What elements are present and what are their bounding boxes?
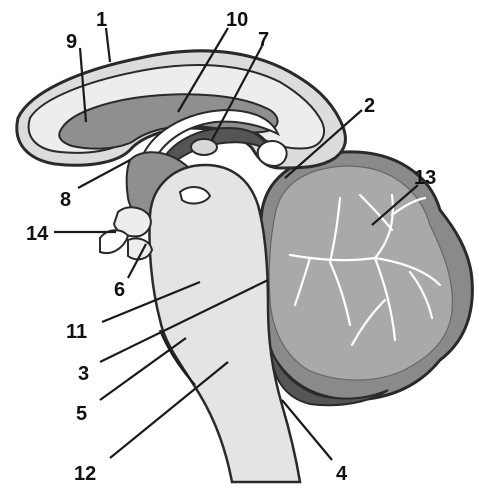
label-8: 8: [60, 189, 71, 211]
pituitary-region: [100, 207, 152, 259]
label-3: 3: [78, 363, 89, 385]
leader-1: [106, 28, 110, 62]
label-6: 6: [114, 279, 125, 301]
leader-5: [100, 338, 186, 400]
label-10: 10: [226, 9, 248, 31]
label-14: 14: [26, 223, 49, 245]
cerebellum: [258, 152, 472, 400]
label-1: 1: [96, 9, 107, 31]
label-13: 13: [414, 167, 436, 189]
label-4: 4: [336, 463, 348, 485]
label-5: 5: [76, 403, 87, 425]
label-7: 7: [258, 29, 269, 51]
label-2: 2: [364, 95, 375, 117]
interventricular-foramen: [191, 139, 217, 155]
label-12: 12: [74, 463, 96, 485]
label-11: 11: [66, 321, 87, 343]
label-9: 9: [66, 31, 77, 53]
